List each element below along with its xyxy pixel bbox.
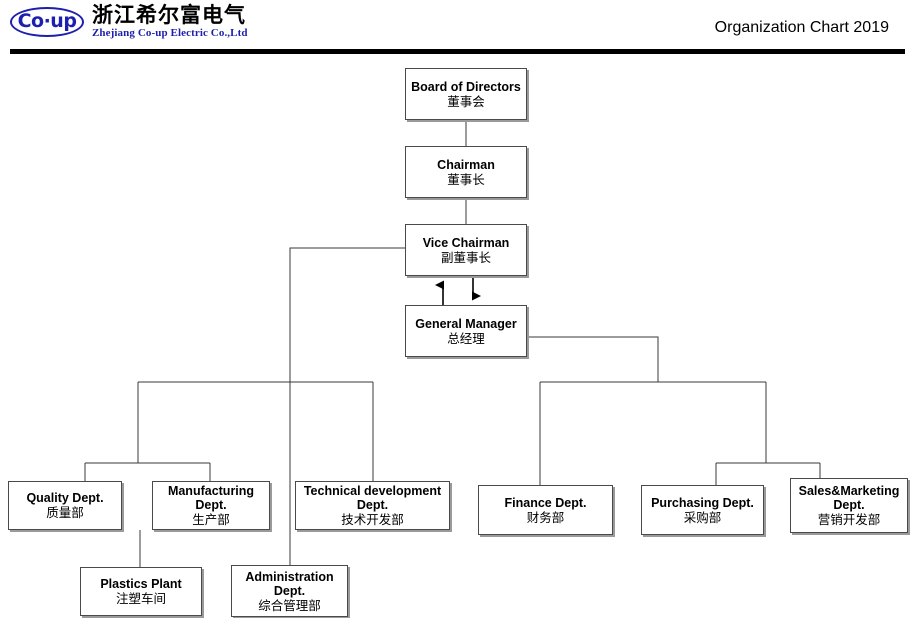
node-manufacturing-dept[interactable]: Manufacturing Dept. 生产部: [152, 481, 270, 530]
node-label-cn: 总经理: [447, 330, 485, 346]
company-name-chinese: 浙江希尔富电气: [92, 3, 246, 27]
node-label-en: Chairman: [437, 157, 495, 172]
company-name-block: 浙江希尔富电气 Zhejiang Co-up Electric Co.,Ltd: [92, 4, 248, 40]
logo-wordmark: Co·up: [17, 10, 77, 33]
coup-logo-icon: Co·up: [10, 6, 84, 37]
node-label-en: Vice Chairman: [422, 235, 510, 250]
node-label-cn: 采购部: [683, 509, 722, 525]
node-label-cn: 财务部: [526, 509, 565, 525]
node-label-cn: 副董事长: [440, 249, 491, 265]
node-label-cn: 技术开发部: [341, 512, 404, 527]
node-sales-marketing-dept[interactable]: Sales&Marketing Dept. 营销开发部: [790, 478, 908, 533]
node-technical-development-dept[interactable]: Technical development Dept. 技术开发部: [295, 481, 450, 530]
node-label-cn: 注塑车间: [115, 591, 166, 606]
node-label-en: Finance Dept.: [504, 495, 587, 510]
edge-vice-to-left-branch: [289, 247, 405, 565]
header-divider: [10, 49, 905, 54]
edge-gm-to-right-branch: [527, 336, 659, 382]
page-title: Organization Chart 2019: [714, 19, 889, 36]
page-header: Co·up 浙江希尔富电气 Zhejiang Co-up Electric Co…: [0, 0, 916, 56]
node-label-en: Plastics Plant: [100, 577, 182, 591]
node-label-cn: 董事长: [447, 171, 485, 187]
node-vice-chairman[interactable]: Vice Chairman 副董事长: [405, 224, 527, 276]
node-administration-dept[interactable]: Administration Dept. 综合管理部: [231, 565, 348, 617]
node-finance-dept[interactable]: Finance Dept. 财务部: [478, 485, 613, 535]
node-label-cn: 综合管理部: [258, 597, 321, 613]
company-branding: Co·up 浙江希尔富电气 Zhejiang Co-up Electric Co…: [10, 4, 248, 40]
node-label-cn: 营销开发部: [817, 512, 881, 527]
node-plastics-plant[interactable]: Plastics Plant 注塑车间: [80, 567, 202, 616]
node-general-manager[interactable]: General Manager 总经理: [405, 305, 527, 357]
node-label-en: General Manager: [415, 316, 517, 331]
node-chairman[interactable]: Chairman 董事长: [405, 146, 527, 198]
node-label-cn: 董事会: [447, 93, 485, 109]
node-board-of-directors[interactable]: Board of Directors 董事会: [405, 68, 527, 120]
node-label-en: Sales&Marketing Dept.: [798, 484, 900, 512]
node-label-en: Technical development Dept.: [303, 484, 442, 512]
node-label-en: Quality Dept.: [26, 491, 104, 505]
company-name-english: Zhejiang Co-up Electric Co.,Ltd: [92, 27, 248, 40]
node-label-en: Administration Dept.: [245, 569, 334, 598]
node-label-cn: 生产部: [192, 512, 230, 527]
node-label-cn: 质量部: [46, 505, 84, 520]
node-label-en: Board of Directors: [411, 79, 521, 94]
node-label-en: Manufacturing Dept.: [167, 484, 255, 512]
node-quality-dept[interactable]: Quality Dept. 质量部: [8, 481, 122, 530]
node-purchasing-dept[interactable]: Purchasing Dept. 采购部: [641, 485, 764, 535]
node-label-en: Purchasing Dept.: [651, 495, 754, 510]
